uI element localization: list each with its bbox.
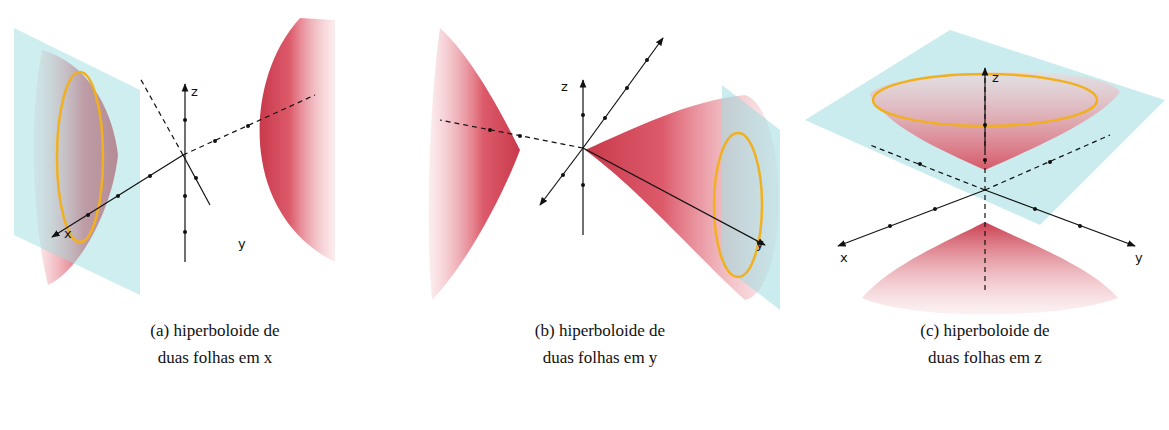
axis-label: x [64,226,72,241]
figure-caption: (a) hiperboloide de duas folhas em x [135,317,295,371]
axis-label: z [992,70,999,85]
axis-label: x [840,250,848,265]
axis-label: y [1135,250,1143,265]
axis-label: y [756,236,764,251]
axis-label: z [561,79,568,94]
axis-label: y [238,236,246,251]
figure-caption: (b) hiperboloide de duas folhas em y [520,317,680,371]
figure-caption: (c) hiperboloide de duas folhas em z [905,317,1065,371]
axis-label: z [191,84,198,99]
